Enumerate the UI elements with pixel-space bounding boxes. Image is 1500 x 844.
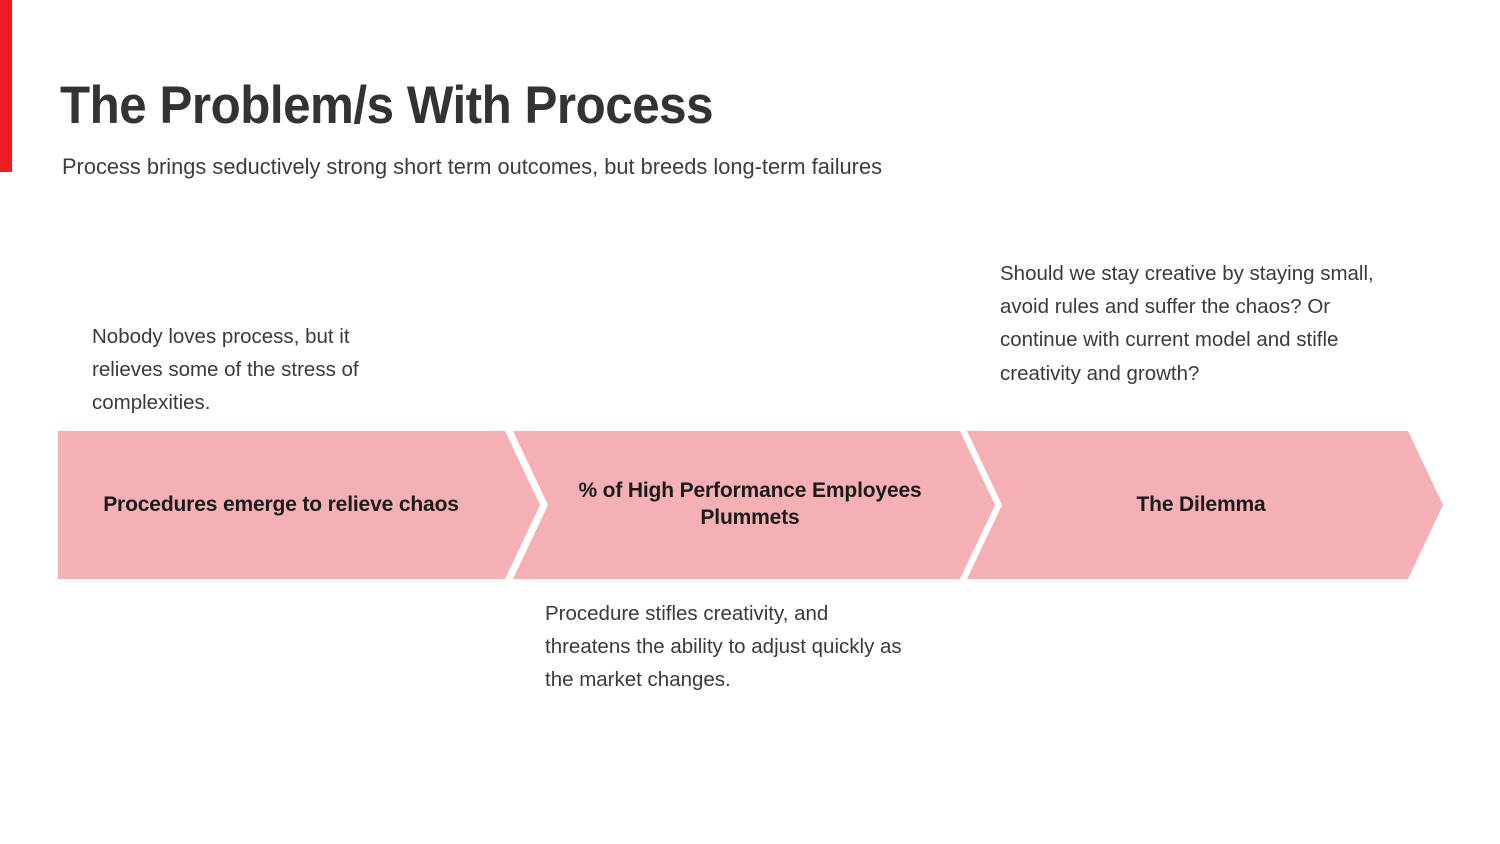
process-step-1-label: Procedures emerge to relieve chaos <box>103 492 459 516</box>
process-chevron-band: Procedures emerge to relieve chaos % of … <box>0 431 1500 579</box>
red-accent-bar <box>0 0 12 172</box>
annotation-step-2: Procedure stifles creativity, and threat… <box>545 602 902 692</box>
process-step-3-chevron[interactable]: The Dilemma <box>967 431 1443 579</box>
page-subtitle: Process brings seductively strong short … <box>62 153 883 179</box>
process-step-1-chevron[interactable]: Procedures emerge to relieve chaos <box>58 431 540 579</box>
page-title: The Problem/s With Process <box>60 75 714 135</box>
annotation-step-3: Should we stay creative by staying small… <box>1000 262 1374 385</box>
process-step-2-chevron[interactable]: % of High Performance Employees Plummets <box>513 431 995 579</box>
process-step-2-label: % of High Performance Employees Plummets <box>578 479 922 529</box>
annotation-step-1: Nobody loves process, but it relieves so… <box>92 325 359 415</box>
process-step-3-label: The Dilemma <box>1136 492 1266 516</box>
